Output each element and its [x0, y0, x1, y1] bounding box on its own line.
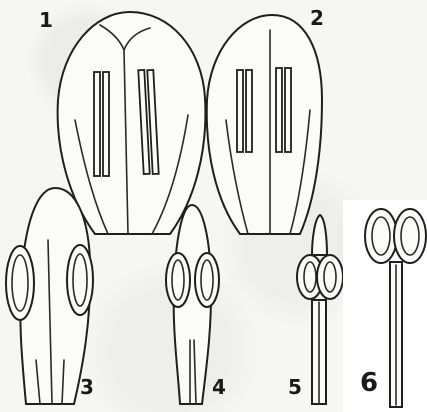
- figure-label-2: 2: [310, 8, 324, 28]
- stamen-1: [58, 12, 206, 234]
- stamen-4-pollen-sac-right: [195, 253, 219, 307]
- figure-label-1: 1: [39, 10, 53, 30]
- figure-label-5: 5: [288, 377, 302, 397]
- stamen-6: [343, 200, 427, 412]
- stamen-3-pollen-sac-right: [67, 245, 93, 315]
- figure-label-4: 4: [212, 377, 226, 397]
- stamen-5-connective-tip: [312, 215, 327, 255]
- figure-label-6: 6: [360, 370, 378, 396]
- stamen-4-pollen-sac-left: [166, 253, 190, 307]
- stamen-2: [207, 15, 322, 234]
- stamen-5: [297, 215, 343, 404]
- stamen-3-pollen-sac-left: [6, 246, 34, 320]
- stamen-3: [6, 188, 93, 404]
- figure-label-3: 3: [80, 377, 94, 397]
